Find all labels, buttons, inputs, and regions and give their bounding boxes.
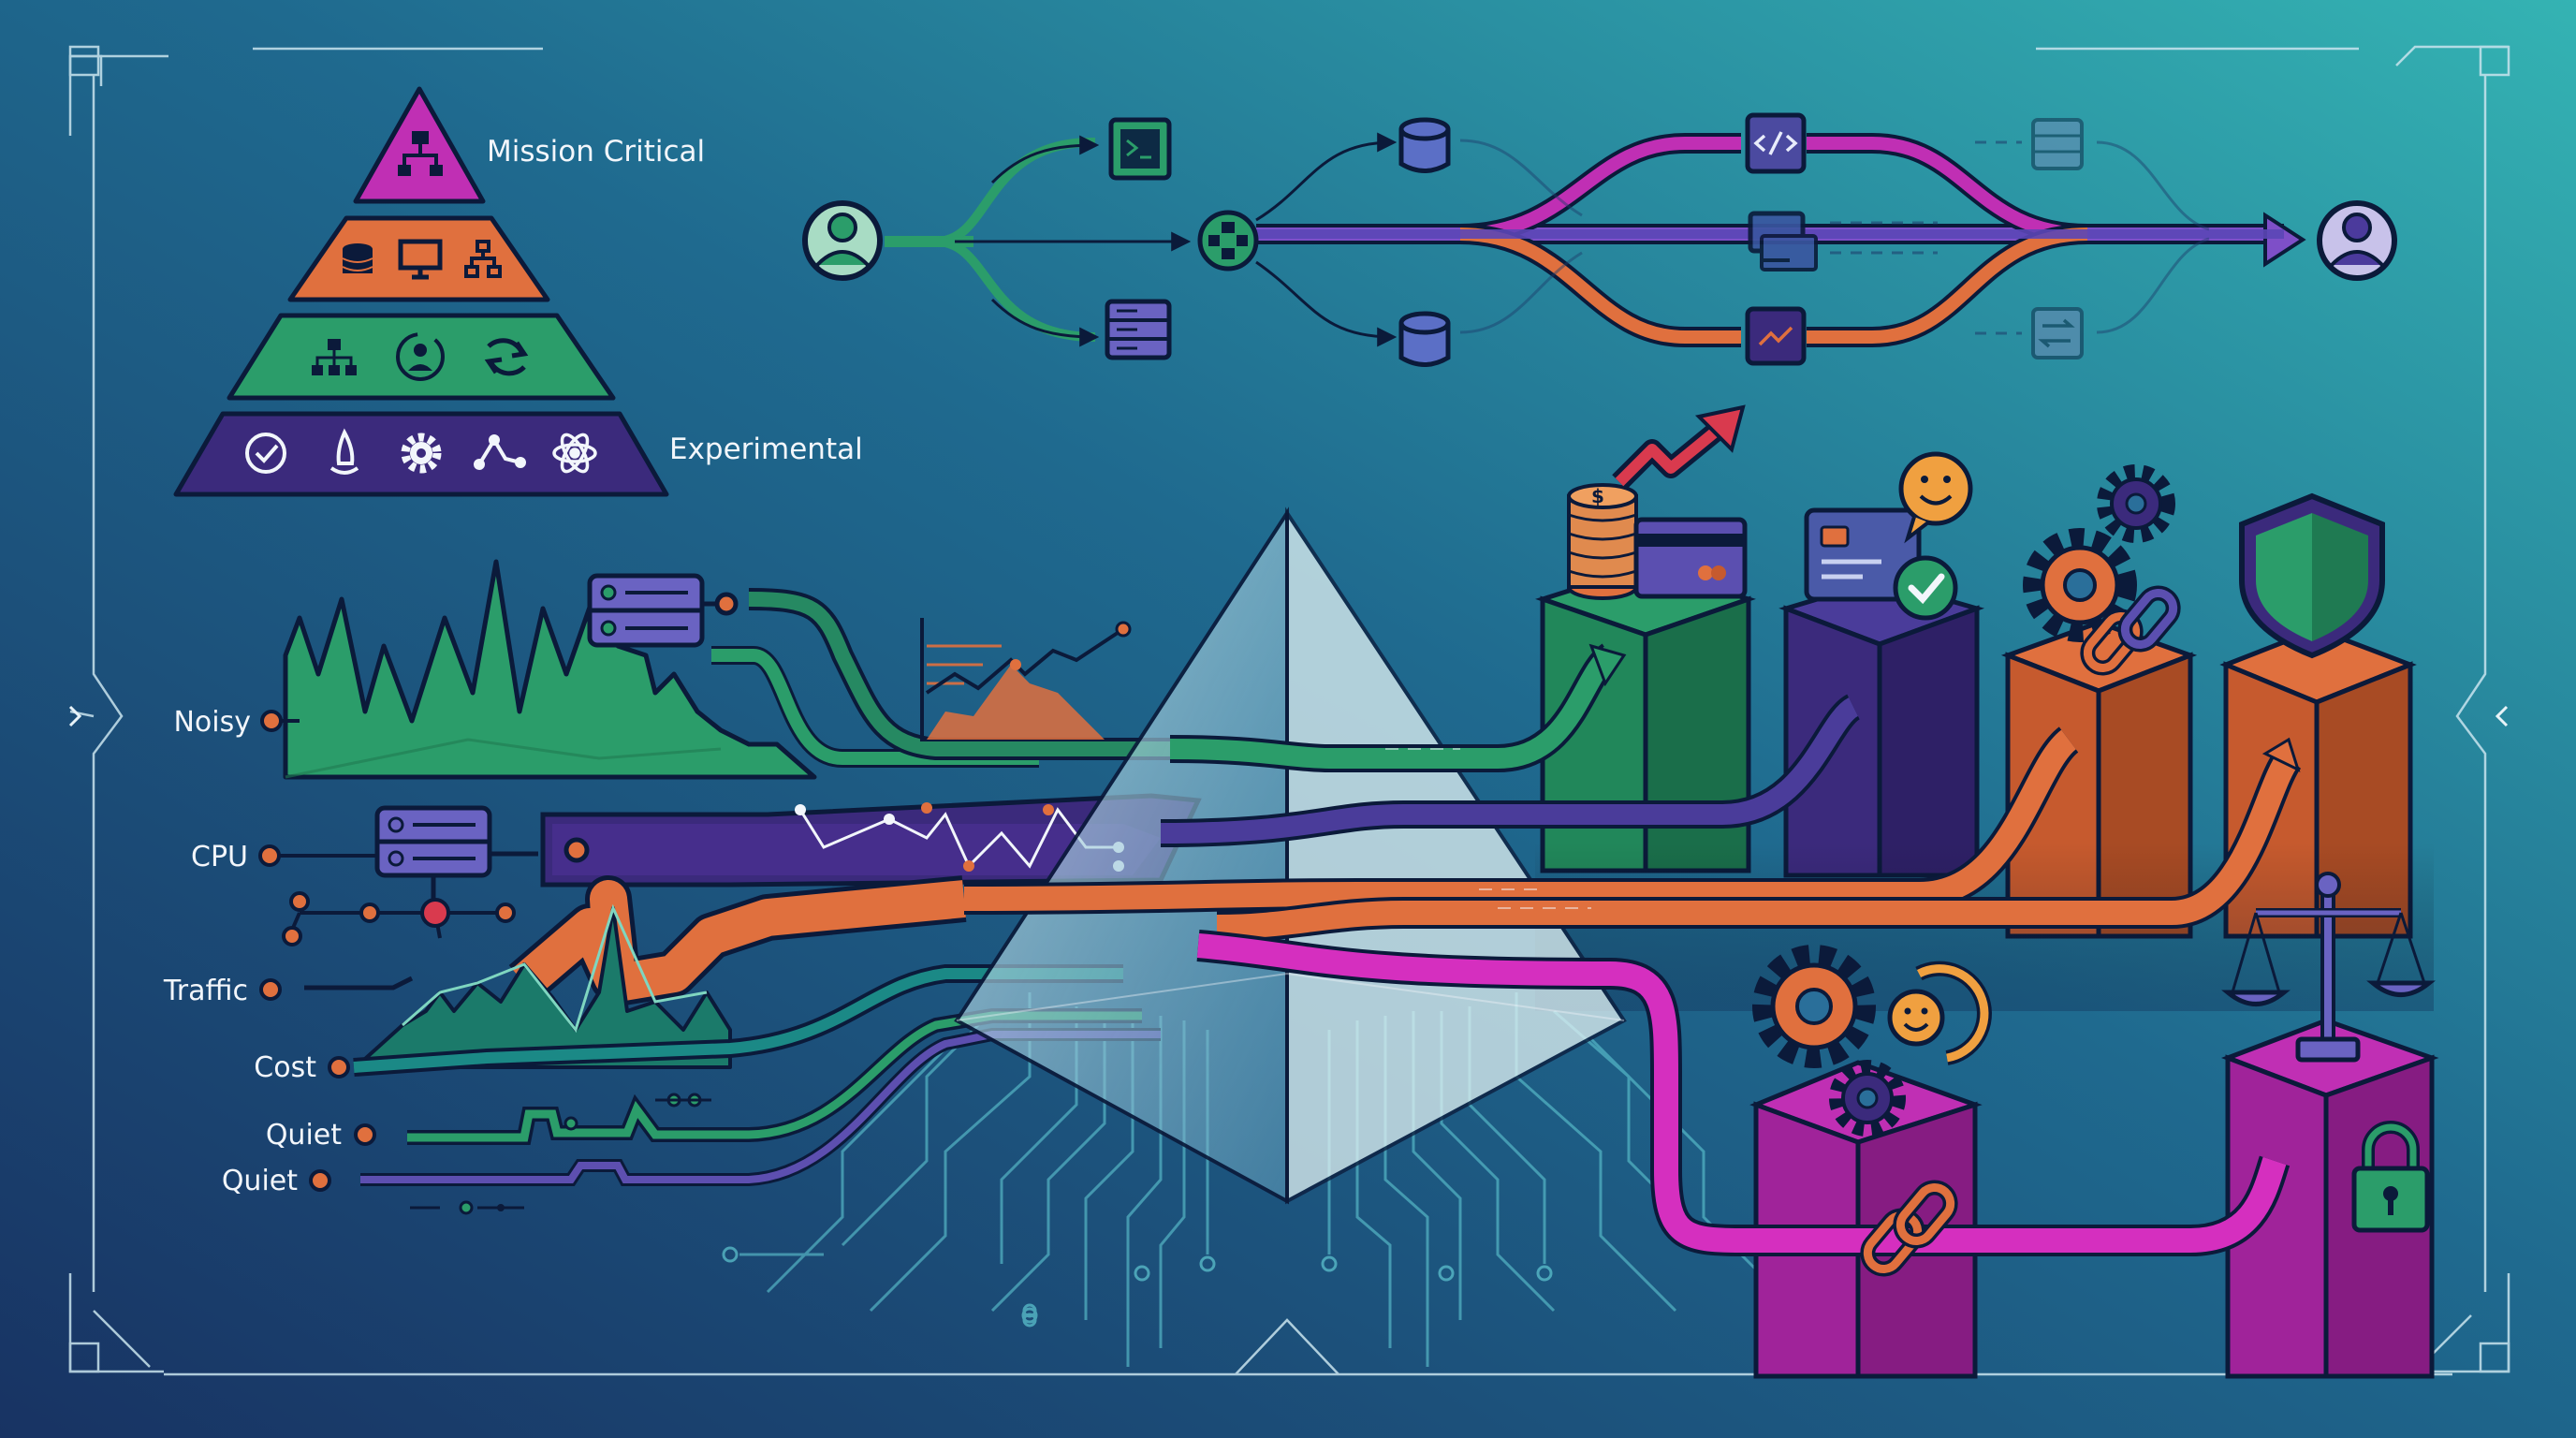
rocket-icon (329, 428, 359, 475)
signal-dot-traffic (259, 978, 282, 1001)
signal-label-cost: Cost (254, 1051, 316, 1084)
gear-icon (401, 433, 442, 474)
signal-dot-quiet-1 (354, 1123, 376, 1146)
signal-dot-noisy (260, 710, 283, 732)
signal-label-quiet-1: Quiet (266, 1119, 342, 1152)
server-icon (1105, 299, 1172, 360)
trend-icon (1612, 404, 1746, 490)
user-icon (802, 200, 883, 281)
server-icon (2031, 118, 2084, 170)
check-icon (1893, 555, 1958, 621)
credit-card-icon (1804, 507, 1922, 602)
signal-dot-quiet-2 (309, 1169, 331, 1192)
top-request-flow (802, 112, 2397, 367)
signal-label-cpu: CPU (191, 841, 248, 873)
gear-icon (2097, 464, 2175, 543)
shield-icon (2239, 492, 2385, 659)
pyramid-top-label: Mission Critical (487, 135, 705, 169)
priority-pyramid: Mission Critical Experimental (173, 86, 863, 497)
central-prism (954, 506, 1627, 1205)
chain-link-icon (1860, 1180, 1958, 1277)
hierarchy-icon (464, 240, 502, 278)
node-network (282, 891, 516, 946)
signal-label-traffic: Traffic (163, 975, 248, 1007)
terminal-icon (1108, 117, 1172, 181)
gear-icon (2023, 528, 2137, 642)
monitor-icon (398, 239, 443, 280)
circuit-nodes (722, 1246, 1553, 1328)
database-icon (1398, 311, 1451, 367)
frame-border (68, 45, 2510, 1376)
smile-icon (1887, 961, 1992, 1065)
credit-card-icon (1633, 517, 1748, 599)
user-icon (2317, 200, 2397, 281)
org-chart-icon (312, 339, 357, 375)
side-chevrons (68, 705, 2509, 727)
output-ribbons (963, 643, 2302, 1256)
chain-link-icon (2080, 585, 2181, 676)
trend-icon (1745, 306, 1807, 366)
graph-nodes-icon (474, 434, 526, 470)
hub-icon (1197, 210, 1259, 271)
exchange-icon (2031, 307, 2084, 360)
gear-icon (1829, 1060, 1906, 1137)
server-icon (587, 573, 705, 648)
monitor-icon (1748, 211, 1818, 271)
gear-icon (1752, 945, 1876, 1068)
smile-icon (1898, 451, 1973, 544)
user-cycle-icon (396, 332, 445, 381)
svg-text:$: $ (1591, 485, 1604, 507)
lock-icon (2351, 1121, 2430, 1233)
cpu-connector-dot (564, 837, 590, 863)
atom-icon (552, 433, 597, 474)
coins-icon: $ (1567, 483, 1638, 600)
pyramid-bottom-label: Experimental (669, 433, 863, 466)
server-icon (374, 805, 492, 878)
database-icon (1398, 117, 1451, 173)
scale-icon (2221, 872, 2436, 1063)
check-circle-icon (245, 433, 286, 474)
mini-chart (920, 618, 1132, 741)
signal-label-quiet-2: Quiet (222, 1165, 298, 1197)
signal-dot-cost (328, 1056, 350, 1078)
signal-streams (282, 559, 1202, 1215)
signal-dot-cpu (258, 844, 281, 867)
outcome-icons: $ (1567, 404, 2436, 1277)
pyramid-tier-3 (227, 313, 616, 401)
noisy-waveform (283, 559, 817, 780)
signal-label-noisy: Noisy (173, 706, 251, 739)
signal-labels: Noisy CPU Traffic Cost Quiet Quiet (163, 706, 377, 1197)
pyramid-tier-2 (287, 215, 550, 302)
code-icon (1745, 112, 1807, 174)
refresh-icon (484, 338, 529, 376)
org-chart-icon (398, 131, 443, 176)
database-icon (342, 243, 373, 273)
